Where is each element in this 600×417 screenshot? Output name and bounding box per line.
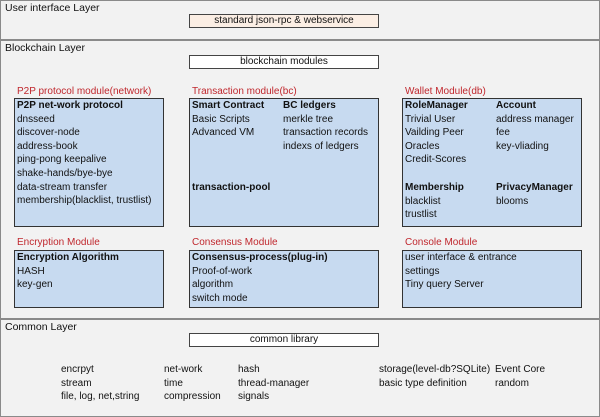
common-layer-banner: common library <box>189 333 379 347</box>
blockchain-layer: Blockchain Layer blockchain modules P2P … <box>0 40 600 319</box>
transaction-module-title: Transaction module(bc) <box>192 86 297 97</box>
common-column-4: storage(level-db?SQLite) basic type defi… <box>379 363 490 390</box>
account-list: Account address manager fee key-vliading <box>496 99 574 153</box>
p2p-item: membership(blacklist, trustlist) <box>17 195 152 207</box>
consensus-item: switch mode <box>192 292 248 304</box>
console-item: settings <box>405 265 440 277</box>
common-item: file, log, net,string <box>61 391 140 403</box>
common-item: stream <box>61 377 92 389</box>
blockchain-layer-banner: blockchain modules <box>189 55 379 69</box>
ui-layer: User interface Layer standard json-rpc &… <box>0 0 600 40</box>
consensus-module-box: Consensus-process(plug-in) Proof-of-work… <box>189 250 379 308</box>
smart-contract-item: Basic Scripts <box>192 113 250 125</box>
encryption-module-title: Encryption Module <box>17 237 100 248</box>
account-item: fee <box>496 127 510 139</box>
smart-contract-heading: Smart Contract <box>192 100 265 111</box>
wallet-module-title: Wallet Module(db) <box>405 86 486 97</box>
bc-ledgers-list: BC ledgers merkle tree transaction recor… <box>283 99 368 153</box>
privacy-manager-list: PrivacyManager blooms <box>496 181 573 208</box>
p2p-item: data-stream transfer <box>17 181 108 193</box>
encryption-heading: Encryption Algorithm <box>17 252 119 263</box>
smart-contract-item: Advanced VM <box>192 127 255 139</box>
console-module-title: Console Module <box>405 237 478 248</box>
membership-heading: Membership <box>405 182 464 193</box>
account-item: key-vliading <box>496 140 549 152</box>
bc-ledgers-item: merkle tree <box>283 113 334 125</box>
common-item: hash <box>238 364 260 375</box>
encryption-list: Encryption Algorithm HASH key-gen <box>17 251 119 292</box>
common-item: signals <box>238 391 270 403</box>
encryption-module-box: Encryption Algorithm HASH key-gen <box>14 250 164 308</box>
p2p-heading: P2P net-work protocol <box>17 100 123 111</box>
p2p-module-box: P2P net-work protocol dnsseed discover-n… <box>14 98 164 227</box>
consensus-heading: Consensus-process(plug-in) <box>192 252 328 263</box>
role-manager-item: Oracles <box>405 140 440 152</box>
account-item: address manager <box>496 113 574 125</box>
p2p-item: address-book <box>17 140 78 152</box>
p2p-list: P2P net-work protocol dnsseed discover-n… <box>17 99 151 208</box>
role-manager-item: Trivial User <box>405 113 456 125</box>
account-heading: Account <box>496 100 536 111</box>
common-column-2: net-work time compression <box>164 363 221 404</box>
ui-layer-title: User interface Layer <box>5 2 100 14</box>
common-item: encrpyt <box>61 364 94 375</box>
console-module-box: user interface & entrance settings Tiny … <box>402 250 582 308</box>
wallet-module-box: RoleManager Trivial User Vailding Peer O… <box>402 98 582 227</box>
role-manager-heading: RoleManager <box>405 100 468 111</box>
privacy-manager-heading: PrivacyManager <box>496 182 573 193</box>
common-item: storage(level-db?SQLite) <box>379 364 491 375</box>
common-column-1: encrpyt stream file, log, net,string <box>61 363 139 404</box>
transaction-module-box: Smart Contract Basic Scripts Advanced VM… <box>189 98 379 227</box>
common-item: basic type definition <box>379 377 467 389</box>
membership-item: trustlist <box>405 209 437 221</box>
p2p-item: ping-pong keepalive <box>17 154 107 166</box>
common-column-3: hash thread-manager signals <box>238 363 309 404</box>
common-layer: Common Layer common library encrpyt stre… <box>0 319 600 417</box>
p2p-item: dnsseed <box>17 113 55 125</box>
membership-list: Membership blacklist trustlist <box>405 181 464 222</box>
common-column-5: Event Core random <box>495 363 545 390</box>
role-manager-list: RoleManager Trivial User Vailding Peer O… <box>405 99 468 167</box>
bc-ledgers-item: indexs of ledgers <box>283 140 359 152</box>
console-list: user interface & entrance settings Tiny … <box>405 251 517 292</box>
p2p-item: shake-hands/bye-bye <box>17 167 113 179</box>
bc-ledgers-item: transaction records <box>283 127 369 139</box>
privacy-manager-item: blooms <box>496 195 529 207</box>
membership-item: blacklist <box>405 195 441 207</box>
p2p-module-title: P2P protocol module(network) <box>17 86 152 97</box>
common-item: net-work <box>164 364 203 375</box>
consensus-item: Proof-of-work <box>192 265 253 277</box>
blockchain-layer-title: Blockchain Layer <box>5 42 85 54</box>
console-item: Tiny query Server <box>405 279 484 291</box>
common-layer-title: Common Layer <box>5 321 77 333</box>
role-manager-item: Credit-Scores <box>405 154 467 166</box>
ui-layer-banner: standard json-rpc & webservice <box>189 14 379 28</box>
common-item: thread-manager <box>238 377 310 389</box>
smart-contract-list: Smart Contract Basic Scripts Advanced VM <box>192 99 264 140</box>
common-item: time <box>164 377 183 389</box>
encryption-item: HASH <box>17 265 45 277</box>
consensus-list: Consensus-process(plug-in) Proof-of-work… <box>192 251 328 305</box>
console-item: user interface & entrance <box>405 252 517 263</box>
consensus-item: algorithm <box>192 279 234 291</box>
common-item: compression <box>164 391 221 403</box>
common-item: random <box>495 377 529 389</box>
common-item: Event Core <box>495 364 546 375</box>
role-manager-item: Vailding Peer <box>405 127 464 139</box>
consensus-module-title: Consensus Module <box>192 237 278 248</box>
bc-ledgers-heading: BC ledgers <box>283 100 336 111</box>
encryption-item: key-gen <box>17 279 53 291</box>
transaction-pool-label: transaction-pool <box>192 182 271 193</box>
p2p-item: discover-node <box>17 127 80 139</box>
